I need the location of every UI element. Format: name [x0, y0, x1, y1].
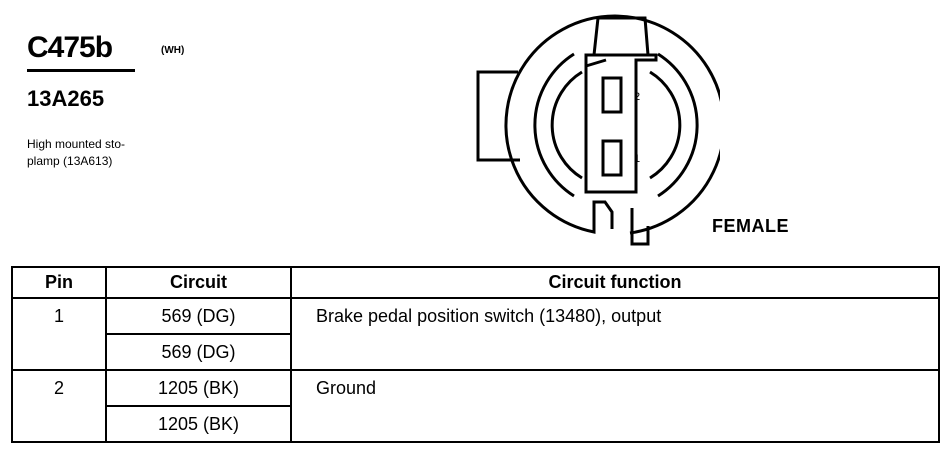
header-function: Circuit function — [290, 266, 940, 299]
connector-inner-ring — [533, 52, 575, 198]
connector-description: High mounted sto- plamp (13A613) — [27, 136, 197, 170]
connector-gender: FEMALE — [712, 216, 789, 236]
pin-table: Pin Circuit Circuit function 1 569 (DG) … — [11, 266, 940, 443]
cavity-2 — [601, 76, 623, 114]
connector-id: C475b — [27, 31, 113, 64]
table-row: 2 1205 (BK) Ground — [11, 369, 940, 443]
table-row: 1 569 (DG) Brake pedal position switch (… — [11, 297, 940, 371]
connector-bottom-key — [630, 208, 650, 246]
pin-cell: 2 — [11, 369, 107, 443]
header-circuit: Circuit — [105, 266, 292, 299]
connector-face-diagram: 2 1 — [476, 14, 720, 246]
circuit-cell: 1205 (BK) — [105, 369, 292, 407]
circuit-cell: 569 (DG) — [105, 297, 292, 335]
table-row: 569 (DG) — [12, 333, 939, 371]
terminal-housing — [584, 53, 658, 194]
table-row: 1205 (BK) — [12, 405, 939, 443]
header-pin: Pin — [11, 266, 107, 299]
table-header-row: Pin Circuit Circuit function — [11, 266, 940, 299]
connector-outer-body — [504, 14, 720, 235]
part-number: 13A265 — [27, 86, 105, 111]
connector-id-underline — [27, 69, 135, 72]
connector-color-code: (WH) — [161, 45, 185, 56]
cavity-1 — [601, 139, 623, 177]
function-cell: Ground — [290, 369, 940, 443]
cavity-label-2: 2 — [634, 91, 640, 103]
circuit-cell: 1205 (BK) — [105, 405, 292, 443]
pin-cell: 1 — [11, 297, 107, 371]
function-cell: Brake pedal position switch (13480), out… — [290, 297, 940, 371]
circuit-cell: 569 (DG) — [105, 333, 292, 371]
description-line: High mounted sto- — [27, 137, 126, 151]
connector-latch-tab — [476, 70, 520, 162]
cavity-label-1: 1 — [634, 153, 640, 165]
connector-key-slot — [592, 16, 650, 56]
description-line: plamp (13A613) — [27, 154, 113, 168]
